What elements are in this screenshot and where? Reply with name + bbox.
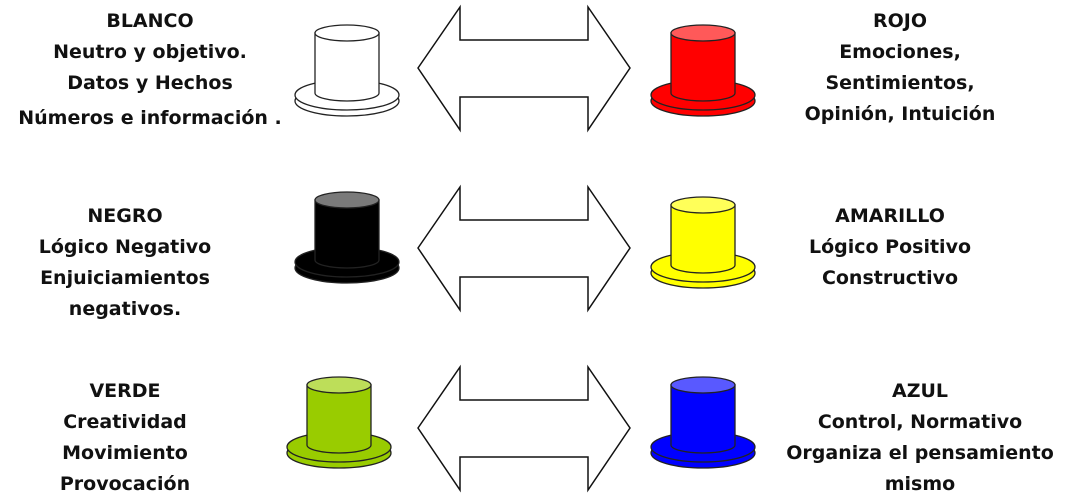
- hat-amarillo-icon: [650, 196, 756, 289]
- hat-text-blanco: BLANCO Neutro y objetivo. Datos y Hechos…: [0, 6, 300, 134]
- hat-line: Creatividad: [63, 411, 187, 433]
- hat-line: Emociones,: [839, 41, 961, 63]
- hat-text-verde: VERDE Creatividad Movimiento Provocación: [0, 376, 250, 500]
- hat-title: BLANCO: [106, 10, 194, 32]
- hat-title: AZUL: [891, 380, 949, 402]
- hat-text-rojo: ROJO Emociones, Sentimientos, Opinión, I…: [770, 6, 1030, 130]
- hat-verde-icon: [286, 376, 392, 469]
- hat-title: VERDE: [89, 380, 161, 402]
- hat-line: Organiza el pensamiento: [786, 442, 1054, 464]
- hat-line: Constructivo: [821, 267, 959, 289]
- hat-line: Lógico Negativo: [38, 236, 212, 258]
- hat-line: Provocación: [59, 473, 191, 495]
- hat-title: ROJO: [872, 10, 927, 32]
- hat-line: Movimiento: [62, 442, 188, 464]
- hat-line: Sentimientos,: [825, 72, 975, 94]
- hat-negro-icon: [294, 191, 400, 284]
- hat-title: NEGRO: [87, 205, 163, 227]
- hat-line: Números e información .: [18, 107, 282, 129]
- hat-line: Control, Normativo: [817, 411, 1023, 433]
- hat-title: AMARILLO: [835, 205, 945, 227]
- hat-line: Enjuiciamientos: [40, 267, 210, 289]
- hat-text-azul: AZUL Control, Normativo Organiza el pens…: [770, 376, 1070, 500]
- double-arrow-row-2: [417, 184, 631, 313]
- double-arrow-row-3: [417, 364, 631, 493]
- hat-azul-icon: [650, 376, 756, 469]
- hat-text-amarillo: AMARILLO Lógico Positivo Constructivo: [770, 201, 1010, 294]
- hat-line: Datos y Hechos: [67, 72, 233, 94]
- hat-line: mismo: [884, 473, 956, 495]
- hat-line: Opinión, Intuición: [804, 103, 996, 125]
- hat-blanco-icon: [294, 24, 400, 117]
- double-arrow-row-1: [417, 4, 631, 133]
- hat-line: Lógico Positivo: [808, 236, 972, 258]
- hat-line: Neutro y objetivo.: [53, 41, 247, 63]
- hat-text-negro: NEGRO Lógico Negativo Enjuiciamientos ne…: [0, 201, 250, 325]
- hat-rojo-icon: [650, 24, 756, 117]
- hat-line: negativos.: [68, 298, 182, 320]
